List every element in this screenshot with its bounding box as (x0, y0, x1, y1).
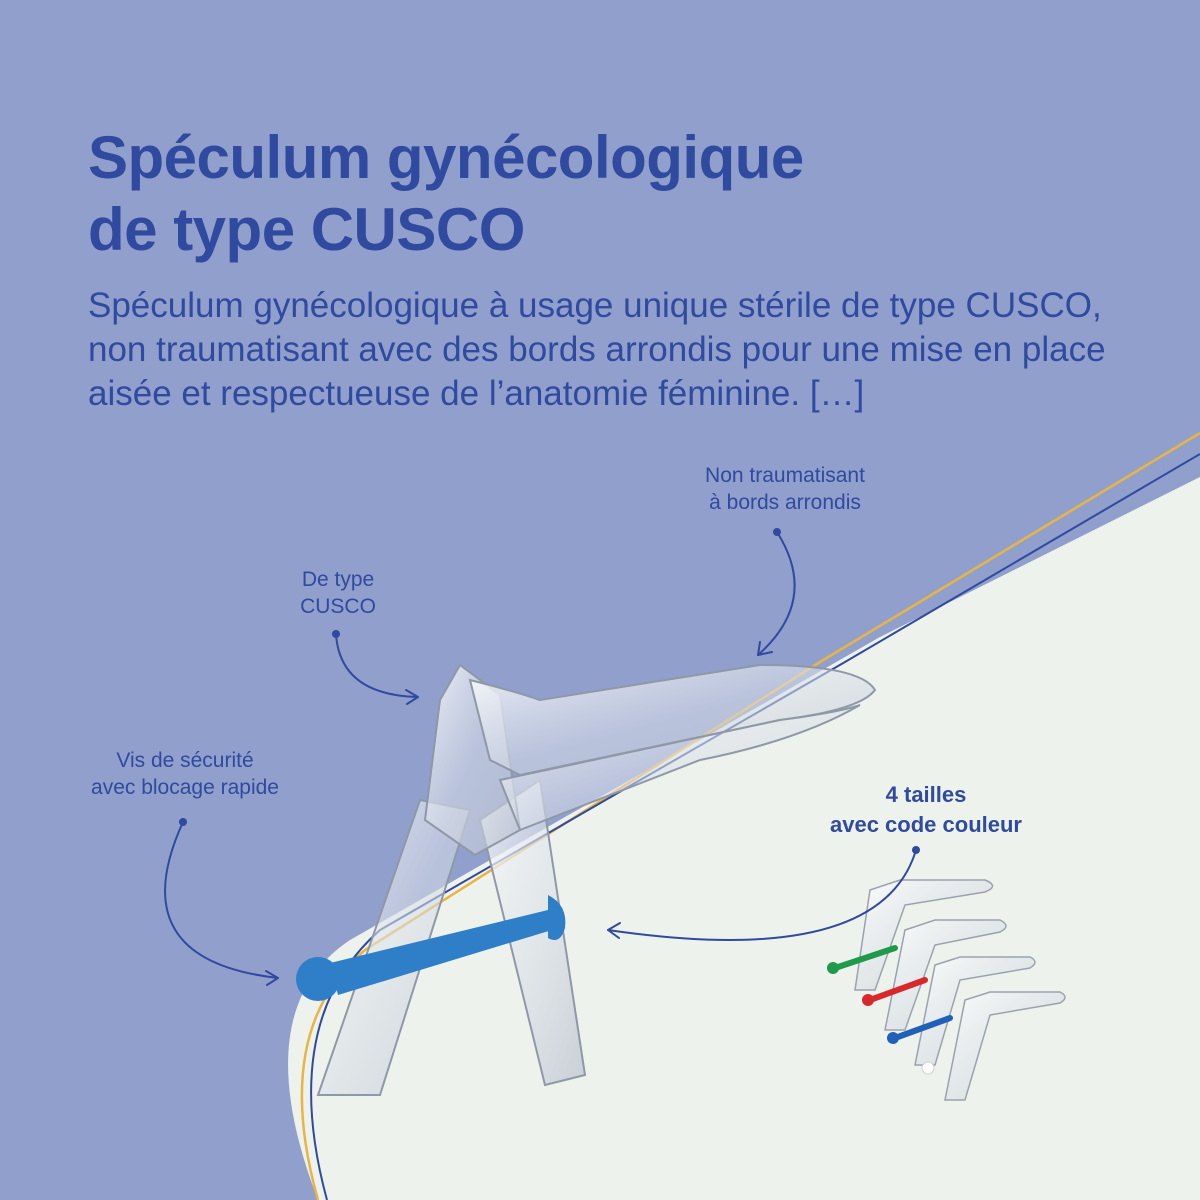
gold-stripe (300, 431, 1200, 1200)
title-line-1: Spéculum gynécologique (88, 124, 804, 191)
arrow-sizes (607, 846, 920, 941)
size-set (827, 879, 1066, 1101)
callout-safety-screw-line-1: Vis de sécurité (116, 749, 254, 772)
callout-sizes-line-1: 4 tailles (885, 782, 967, 807)
callout-safety-screw-line-2: avec blocage rapide (91, 776, 279, 799)
callout-sizes-line-2: avec code couleur (830, 812, 1022, 837)
callout-safety-screw: Vis de sécurité avec blocage rapide (40, 747, 330, 801)
page-title: Spéculum gynécologique de type CUSCO (88, 122, 1128, 266)
size-speculum-4 (921, 991, 1066, 1101)
callout-rounded-edges-line-2: à bords arrondis (709, 491, 861, 514)
screw-bar (330, 910, 552, 995)
product-description: Spéculum gynécologique à usage unique st… (88, 286, 1106, 413)
arrow-safety-screw (164, 818, 279, 986)
speculum-main (296, 663, 877, 1096)
speculum-lower-blade (498, 704, 861, 832)
callout-sizes: 4 tailles avec code couleur (776, 780, 1076, 840)
callout-cusco-type-line-1: De type (301, 568, 375, 591)
arrow-rounded-edges (757, 528, 796, 656)
size-speculum-2 (862, 919, 1007, 1031)
screw-wing (548, 895, 566, 941)
callout-rounded-edges-line-1: Non traumatisant (705, 464, 865, 487)
title-line-2: de type CUSCO (88, 196, 525, 263)
size-speculum-3 (887, 956, 1036, 1066)
arrow-cusco-type (332, 630, 419, 705)
callout-rounded-edges: Non traumatisant à bords arrondis (640, 462, 930, 516)
callout-cusco-type-line-2: CUSCO (300, 595, 376, 618)
screw-knob (296, 957, 340, 1001)
size-speculum-1 (827, 879, 994, 991)
callout-cusco-type: De type CUSCO (238, 566, 438, 620)
